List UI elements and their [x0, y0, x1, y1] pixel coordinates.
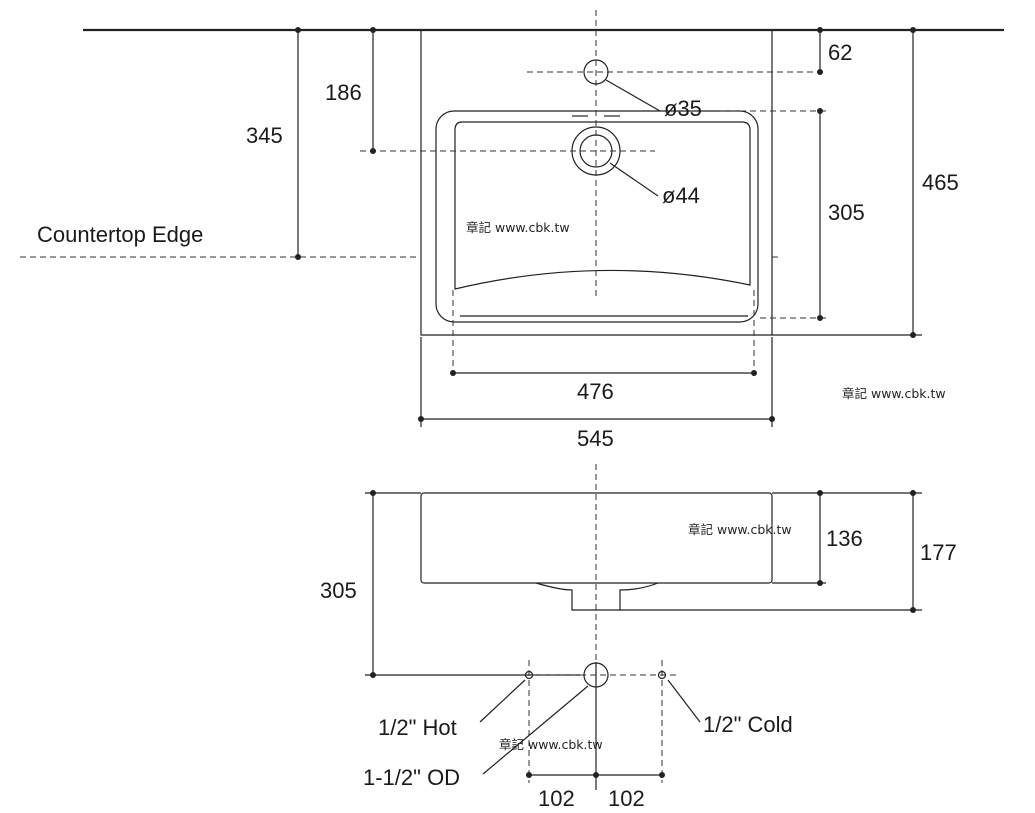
basin-side-drain: [535, 582, 659, 611]
cold-leader: [667, 679, 701, 723]
dim-102-end: [659, 772, 665, 778]
dim-177-end: [910, 490, 916, 496]
dim-102-end: [526, 772, 532, 778]
dim-476-end: [450, 370, 456, 376]
drain-leader: [609, 162, 659, 197]
dim-305-side-text: 305: [320, 578, 357, 603]
dim-186-end: [370, 27, 376, 33]
dim-545-end: [418, 416, 424, 422]
basin-outer-outline: [420, 30, 773, 336]
watermark: 章記 www.cbk.tw: [842, 386, 946, 401]
tap-hole-leader: [605, 79, 661, 112]
hole-small-label: ø35: [664, 96, 702, 121]
dim-136-end: [817, 490, 823, 496]
watermark: 章記 www.cbk.tw: [688, 522, 792, 537]
dim-177-end: [910, 607, 916, 613]
dim-465-end: [910, 332, 916, 338]
dim-345-end: [295, 254, 301, 260]
dim-305-top-end: [817, 108, 823, 114]
basin-rim: [435, 110, 759, 323]
hot-leader: [479, 679, 526, 723]
dim-305-top-text: 305: [828, 200, 865, 225]
dim-62-text: 62: [828, 40, 852, 65]
dim-62-end: [817, 69, 823, 75]
dim-545-text: 545: [577, 426, 614, 451]
dim-186-end: [370, 148, 376, 154]
dim-305-top-end: [817, 315, 823, 321]
dim-102-right-text: 102: [608, 786, 645, 811]
dim-476-text: 476: [577, 379, 614, 404]
dim-62-end: [817, 27, 823, 33]
dim-102-end: [593, 772, 599, 778]
dim-177-text: 177: [920, 540, 957, 565]
drain-outlet: [583, 662, 609, 688]
dim-102-left-text: 102: [538, 786, 575, 811]
dim-136-end: [817, 580, 823, 586]
drain-outlet-label: 1-1/2" OD: [363, 765, 460, 790]
dim-476-end: [751, 370, 757, 376]
dim-305-side-end: [370, 490, 376, 496]
dim-345-text: 345: [246, 123, 283, 148]
dim-545-end: [769, 416, 775, 422]
cold-label: 1/2" Cold: [703, 712, 793, 737]
watermark: 章記 www.cbk.tw: [466, 220, 570, 235]
drain-outlet-leader: [482, 685, 589, 775]
dim-186-text: 186: [325, 80, 362, 105]
dim-305-side-end: [370, 672, 376, 678]
hot-label: 1/2" Hot: [378, 715, 457, 740]
hole-large-label: ø44: [662, 183, 700, 208]
watermark: 章記 www.cbk.tw: [499, 737, 603, 752]
basin-bowl: [454, 121, 751, 290]
dim-136-text: 136: [826, 526, 863, 551]
dim-465-end: [910, 27, 916, 33]
basin-side-body: [420, 492, 773, 584]
dim-345-end: [295, 27, 301, 33]
dim-465-text: 465: [922, 170, 959, 195]
countertop-edge-label: Countertop Edge: [37, 222, 203, 247]
